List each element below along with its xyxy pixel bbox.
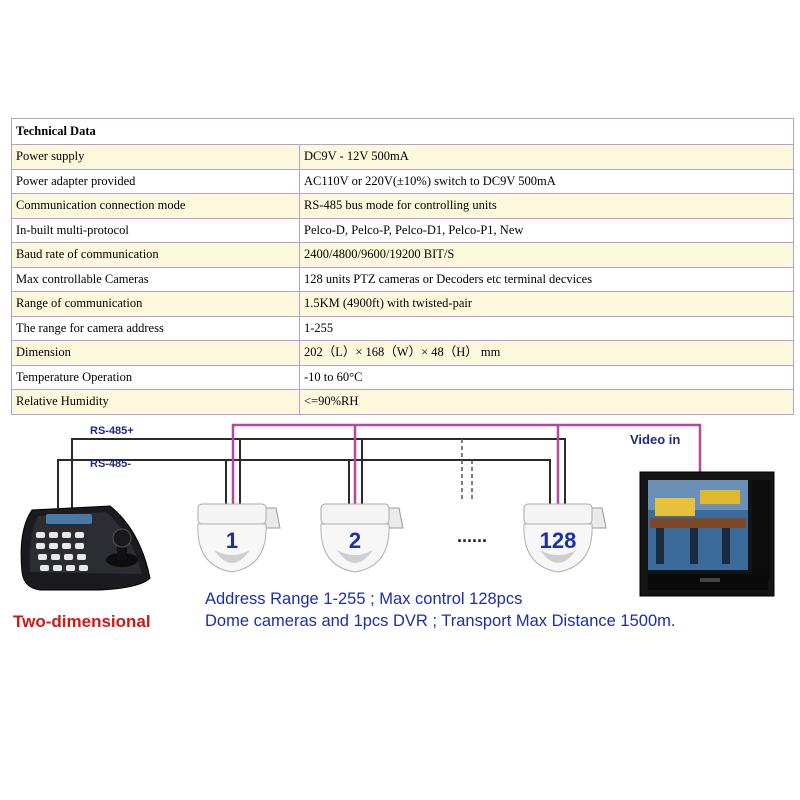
video-wire-main <box>231 423 702 510</box>
spec-label: Power adapter provided <box>11 168 300 194</box>
spec-label: Range of communication <box>11 291 300 317</box>
camera-number-1: 1 <box>226 528 238 553</box>
dome-camera-128: 128 <box>523 503 607 573</box>
wiring-diagram: RS-485+ RS-485- Video in 1 2 <box>20 423 775 597</box>
table-title-row: Technical Data <box>11 118 794 145</box>
spec-label: In-built multi-protocol <box>11 217 300 243</box>
spec-value: 202（L）× 168（W）× 48（H） mm <box>299 340 794 366</box>
spec-value: 1-255 <box>299 315 794 341</box>
spec-value: RS-485 bus mode for controlling units <box>299 193 794 219</box>
caption-line-2: Dome cameras and 1pcs DVR ; Transport Ma… <box>205 612 676 630</box>
table-row: Temperature Operation-10 to 60°C <box>11 364 794 390</box>
spec-label: Max controllable Cameras <box>11 266 300 292</box>
camera-number-2: 2 <box>349 528 361 553</box>
spec-label: Baud rate of communication <box>11 242 300 268</box>
rs485-bus-wires <box>57 438 566 510</box>
rs485-minus-label: RS-485- <box>90 458 131 470</box>
table-row: Relative Humidity<=90%RH <box>11 389 794 415</box>
camera-ellipsis: ...... <box>457 526 487 546</box>
spec-label: Temperature Operation <box>11 364 300 390</box>
spec-label: Relative Humidity <box>11 389 300 415</box>
spec-label: The range for camera address <box>11 315 300 341</box>
spec-label: Dimension <box>11 340 300 366</box>
spec-value: <=90%RH <box>299 389 794 415</box>
caption-line-1: Address Range 1-255 ; Max control 128pcs <box>205 590 523 608</box>
spec-value: DC9V - 12V 500mA <box>299 144 794 170</box>
camera-number-128: 128 <box>540 528 577 553</box>
rs485-minus-wire <box>57 459 551 510</box>
keyboard-label: Two-dimensional <box>13 612 151 631</box>
video-in-label: Video in <box>630 432 680 447</box>
spec-value: 128 units PTZ cameras or Decoders etc te… <box>299 266 794 292</box>
spec-value: 2400/4800/9600/19200 BIT/S <box>299 242 794 268</box>
spec-value: 1.5KM (4900ft) with twisted-pair <box>299 291 794 317</box>
spec-label: Power supply <box>11 144 300 170</box>
rs485-plus-label: RS-485+ <box>90 425 134 437</box>
spec-value: AC110V or 220V(±10%) switch to DC9V 500m… <box>299 168 794 194</box>
dome-camera-1: 1 <box>197 503 281 573</box>
spec-value: -10 to 60°C <box>299 364 794 390</box>
dvr-monitor-icon <box>639 471 775 597</box>
spec-label: Communication connection mode <box>11 193 300 219</box>
ptz-keyboard-icon <box>20 505 151 591</box>
dome-camera-2: 2 <box>320 503 404 573</box>
video-wires <box>231 423 702 510</box>
table-title: Technical Data <box>11 118 794 145</box>
rs485-plus-wire <box>71 438 566 510</box>
spec-value: Pelco-D, Pelco-P, Pelco-D1, Pelco-P1, Ne… <box>299 217 794 243</box>
intermediate-camera-drops <box>461 439 473 500</box>
